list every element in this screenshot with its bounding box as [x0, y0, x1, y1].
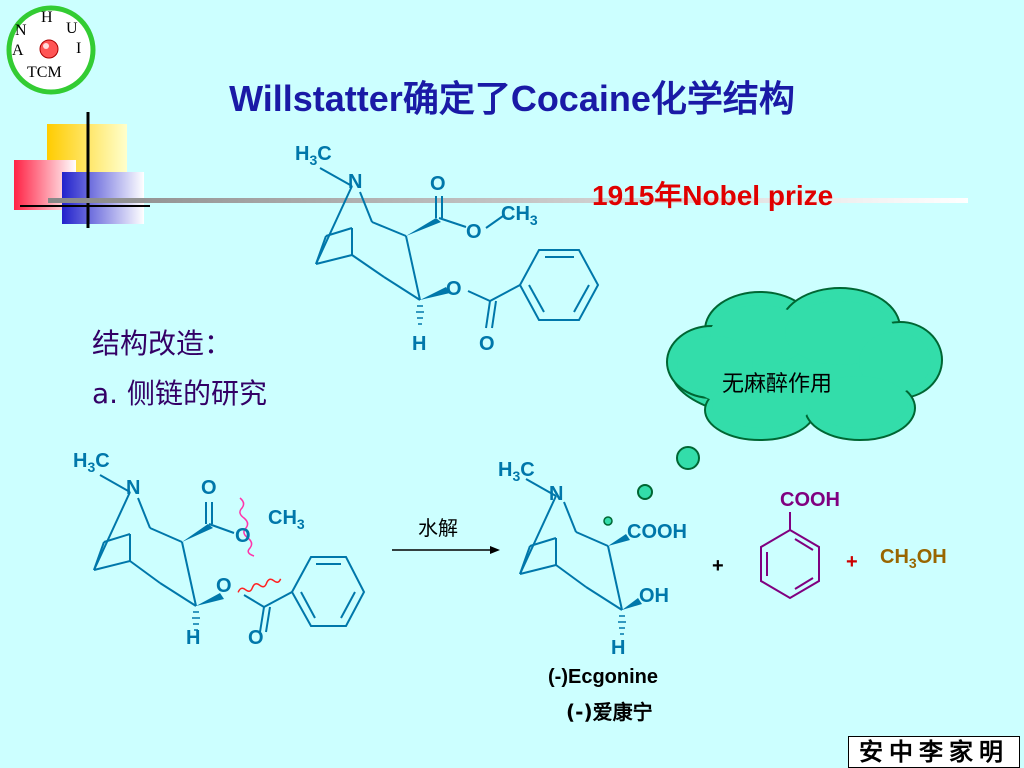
svg-text:H: H [412, 333, 426, 355]
svg-text:O: O [479, 333, 495, 355]
logo-graphic [6, 5, 96, 95]
author-stamp: 安中李家明 [848, 736, 1020, 768]
svg-text:OH: OH [639, 585, 669, 607]
svg-text:H: H [186, 627, 200, 649]
svg-text:O: O [248, 627, 264, 649]
svg-text:N: N [549, 483, 563, 505]
decorative-squares [14, 112, 968, 228]
logo-text-tcm: TCM [27, 64, 62, 81]
section-item-side-chain: a. 侧链的研究 [92, 377, 267, 410]
svg-text:O: O [201, 477, 217, 499]
nobel-prize-label: 1915年Nobel prize [592, 180, 834, 211]
svg-text:O: O [466, 221, 482, 243]
section-heading: 结构改造： [92, 327, 233, 360]
svg-text:H: H [611, 637, 625, 659]
logo-letter-a: A [12, 42, 24, 59]
svg-text:+: + [846, 551, 858, 573]
product-name-cn: (-)爱康宁 [566, 700, 653, 724]
svg-text:+: + [712, 555, 724, 577]
thought-text: 无麻醉作用 [722, 372, 833, 397]
svg-text:O: O [235, 525, 251, 547]
logo-letter-n: N [15, 22, 27, 39]
svg-text:H3C: H3C [295, 143, 332, 168]
svg-text:N: N [126, 477, 140, 499]
svg-text:H3C: H3C [498, 459, 535, 484]
page-title: Willstatter确定了Cocaine化学结构 [229, 78, 795, 119]
methanol-formula: CH3OH [880, 546, 947, 571]
svg-text:O: O [446, 278, 462, 300]
svg-text:O: O [430, 173, 446, 195]
svg-text:N: N [348, 171, 362, 193]
arrow-label-hydrolysis: 水解 [418, 516, 458, 540]
logo-letter-i: I [76, 40, 82, 57]
logo-letter-u: U [66, 20, 78, 37]
svg-text:COOH: COOH [780, 489, 840, 511]
methanol-label: CH3OH [880, 546, 947, 571]
logo-letter-h: H [41, 9, 53, 26]
product-name-en: (-)Ecgonine [548, 666, 658, 688]
svg-text:COOH: COOH [627, 521, 687, 543]
svg-text:O: O [216, 575, 232, 597]
